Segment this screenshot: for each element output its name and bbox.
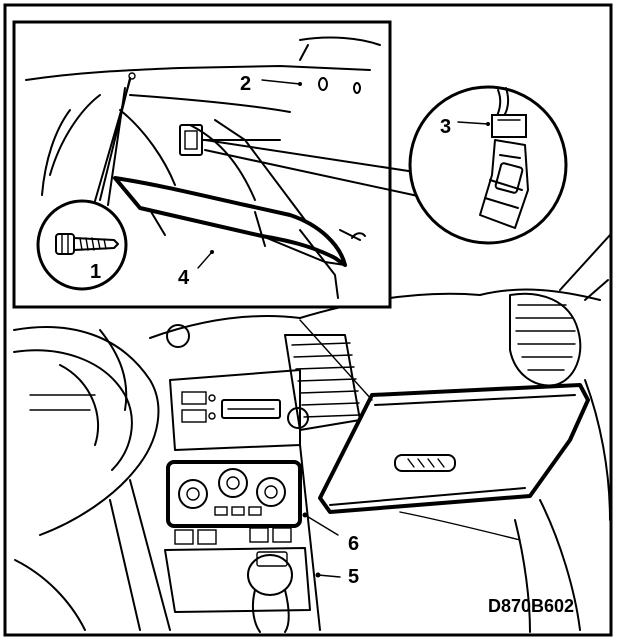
- inset-detail: [12, 20, 392, 309]
- callout-2: 2: [240, 73, 251, 95]
- screw-detail-circle: [36, 199, 128, 291]
- callout-3: 3: [440, 116, 451, 138]
- callout-4: 4: [178, 267, 190, 289]
- callout-6: 6: [348, 533, 359, 555]
- document-id: D870B602: [488, 596, 574, 616]
- dashboard-scene: [13, 234, 611, 633]
- screw-icon: [55, 233, 119, 255]
- callout-5: 5: [348, 566, 359, 588]
- callout-1: 1: [90, 261, 101, 283]
- outer-frame: [3, 3, 613, 637]
- clip-icon: [479, 87, 529, 229]
- clip-detail: [204, 85, 568, 245]
